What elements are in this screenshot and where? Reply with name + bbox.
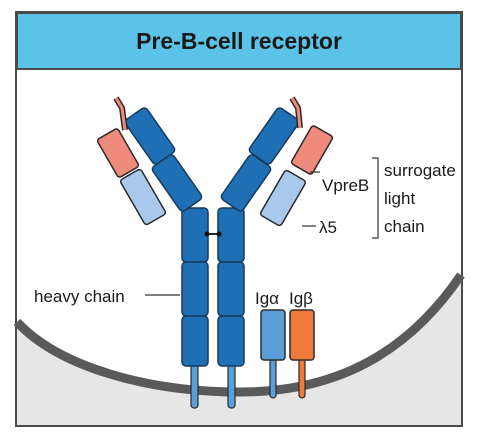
lambda5-label: λ5 (319, 218, 337, 237)
surrogate-label-line1: surrogate (384, 161, 456, 180)
heavy-chain-label: heavy chain (34, 287, 125, 306)
ig-alpha-label: Igα (255, 289, 279, 308)
title-banner: Pre-B-cell receptor (16, 12, 462, 70)
surrogate-label-line2: light (384, 189, 415, 208)
vpreb-label: VpreB (322, 176, 369, 195)
disulfide-bond (204, 231, 222, 237)
heavy-chain-right-arm (220, 107, 300, 212)
cytoplasm-region (17, 275, 461, 425)
surrogate-label-line3: chain (384, 217, 425, 236)
heavy-chain-left-arm (124, 107, 203, 212)
page-title: Pre-B-cell receptor (136, 27, 342, 54)
surrogate-light-chain-right (259, 96, 334, 227)
ig-beta-domain (289, 309, 315, 361)
cell-membrane (13, 272, 465, 397)
heavy-chain-right-stem (217, 207, 245, 367)
surrogate-bracket (372, 157, 379, 239)
surrogate-light-chain-left (96, 96, 167, 226)
heavy-chain-left-stem (181, 207, 209, 367)
ig-beta-label: Igβ (289, 289, 313, 308)
ig-alpha-domain (260, 309, 286, 361)
